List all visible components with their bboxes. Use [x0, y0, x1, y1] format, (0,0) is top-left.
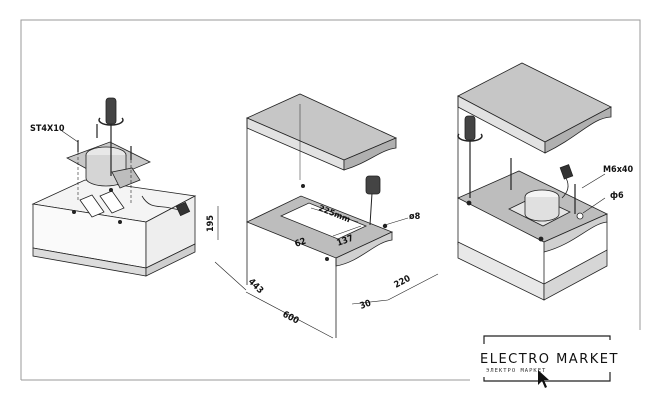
hole-leader [384, 217, 409, 226]
bolt-leader [581, 173, 606, 189]
dim-side-offset-label: 62 [294, 237, 308, 250]
rotation-arrow-icon [98, 117, 124, 126]
bolt-label: M6x40 [603, 165, 634, 175]
mounting-hole [538, 236, 544, 242]
washer [576, 212, 584, 220]
dim-height-label: 195 [206, 215, 216, 232]
screw-hole [109, 187, 114, 192]
frame-border [20, 19, 641, 380]
screwdriver-handle [464, 115, 476, 141]
dim-cutout-depth [332, 225, 362, 237]
cabinet-top-wave [343, 137, 397, 171]
drill-hole [324, 256, 329, 261]
middle-panel [214, 93, 439, 339]
screw-hole [118, 219, 123, 224]
drill-chuck [365, 175, 381, 195]
drill-hole [382, 223, 388, 229]
power-cable [141, 195, 181, 211]
left-panel [31, 97, 197, 277]
dim-width [245, 291, 334, 339]
screwdriver-handle [105, 97, 117, 125]
logo-bracket-br [483, 372, 611, 382]
dim-cutout-width [310, 207, 359, 223]
dim-depth-bottom [214, 261, 247, 291]
dim-front-offset-label: 30 [359, 298, 373, 311]
power-cable [561, 177, 569, 199]
cutout-opening [279, 202, 368, 240]
logo-bracket-tl [483, 335, 611, 344]
dim-width-label: 600 [281, 310, 301, 327]
motor-body [524, 197, 560, 222]
dim-right-depth-label: 220 [393, 274, 413, 291]
label-leader [61, 130, 79, 143]
screw-hole [72, 209, 77, 214]
cabinet-top [457, 62, 612, 143]
logo: ELECTRO MARKET ЭЛЕКТРО МАРКЕТ [480, 335, 619, 388]
rotation-arrow-icon [457, 133, 483, 142]
cabinet-top-wave [544, 106, 612, 154]
power-plug [175, 201, 191, 217]
power-plug [559, 164, 574, 180]
dim-right-depth [387, 273, 439, 301]
hood-front [457, 241, 545, 301]
washer-label: ф6 [610, 191, 624, 201]
top-slot-2 [99, 190, 125, 214]
drill-hole [300, 183, 305, 188]
mounting-hole [466, 200, 472, 206]
washer-leader [582, 197, 606, 214]
logo-title: ELECTRO MARKET [480, 352, 619, 367]
cursor-icon [538, 370, 549, 388]
right-panel [457, 62, 612, 301]
dim-front-offset [351, 299, 389, 305]
hole-diameter-label: ø8 [409, 212, 421, 222]
hood-lip-side [145, 243, 196, 277]
screw-label: ST4X10 [30, 124, 65, 134]
motor-outlet [111, 167, 141, 189]
top-slot-1 [79, 194, 105, 218]
logo-subtitle: ЭЛЕКТРО МАРКЕТ [486, 368, 546, 374]
underside-wave [335, 231, 393, 267]
hood-side [543, 249, 608, 301]
drill-bit [369, 192, 373, 226]
